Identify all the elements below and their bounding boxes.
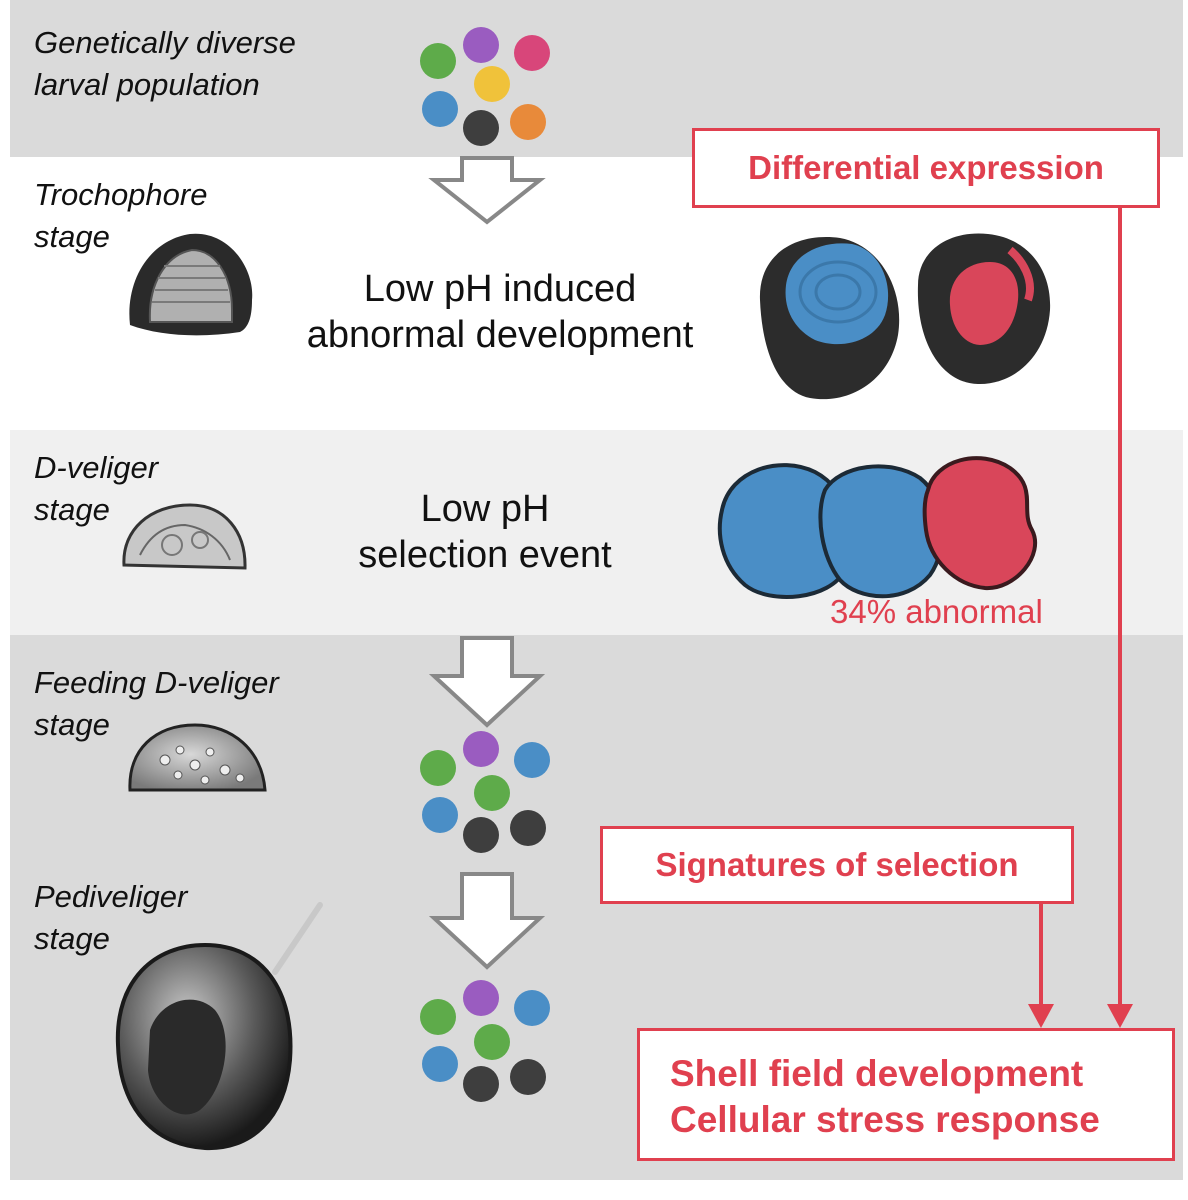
d-veliger-larva <box>122 503 247 570</box>
arrowhead-signatures <box>1028 1004 1054 1028</box>
differential-expression-box: Differential expression <box>692 128 1160 208</box>
result-shell-field: Shell field development <box>670 1053 1084 1094</box>
result-stress-response: Cellular stress response <box>670 1099 1100 1140</box>
genotype-dots-initial <box>420 27 550 146</box>
down-arrow-1 <box>428 156 546 225</box>
results-box: Shell field development Cellular stress … <box>637 1028 1175 1161</box>
signatures-of-selection-box: Signatures of selection <box>600 826 1074 904</box>
genotype-dots-pediveliger <box>420 980 550 1102</box>
abnormal-percentage: 34% abnormal <box>830 593 1043 630</box>
down-arrow-3 <box>428 872 546 970</box>
d-veliger-red <box>922 456 1038 591</box>
pediveliger-larva <box>115 902 323 1151</box>
arrowhead-diff-expression <box>1107 1004 1133 1028</box>
d-veliger-blue-2 <box>818 464 945 599</box>
feeding-d-veliger-larva <box>128 723 267 792</box>
trochophore-abnormal-blue <box>759 237 900 400</box>
trochophore-larva <box>129 233 253 336</box>
trochophore-abnormal-red <box>917 233 1051 385</box>
down-arrow-2 <box>428 636 546 728</box>
genotype-dots-feeding <box>420 731 550 853</box>
